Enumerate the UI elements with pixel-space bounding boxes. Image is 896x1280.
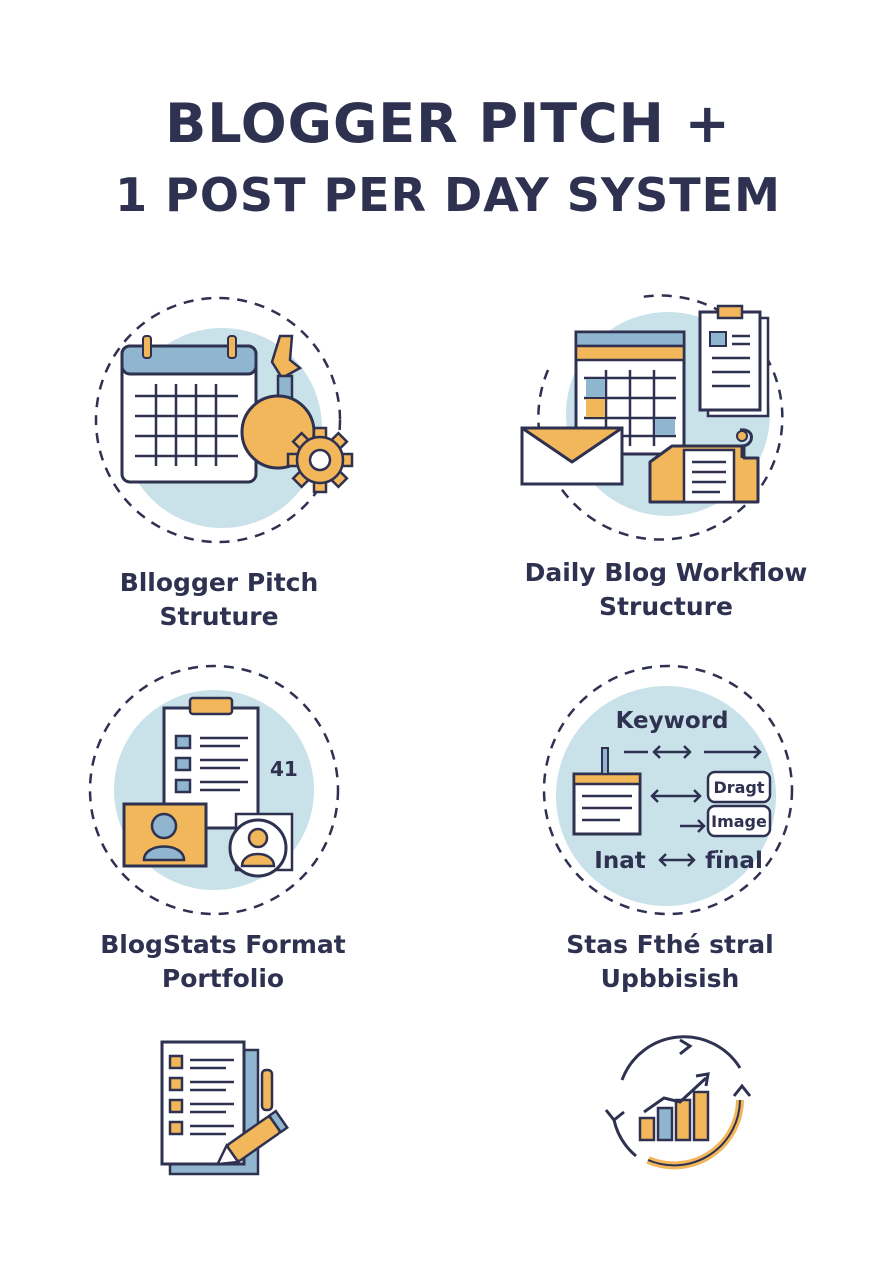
title-line-1: BLOGGER PITCH + (165, 92, 731, 155)
workflow-icon (520, 294, 784, 541)
card-4-title: Stas Fthé stral (566, 930, 774, 959)
image-label: Image (711, 812, 767, 831)
card-4-caption: Stas Fthé stral Upbbisish (510, 928, 830, 996)
note-glyph: 41 (270, 757, 298, 781)
title-line-2: 1 POST PER DAY SYSTEM (115, 168, 781, 222)
card-4-subtitle: Upbbisish (600, 964, 740, 993)
card-2-title: Daily Blog Workflow (524, 558, 808, 587)
keyword-flow-icon: Keyword Dragt Image Inat fïnal (542, 664, 794, 916)
card-3-subtitle: Portfolio (161, 964, 285, 993)
card-1-title: Bllogger Pitch (119, 568, 319, 597)
card-1-caption: Bllogger Pitch Struture (64, 566, 374, 634)
growth-chart-icon (604, 1035, 752, 1170)
portfolio-icon: 41 (88, 664, 340, 916)
card-1-subtitle: Struture (159, 602, 279, 631)
card-2-subtitle: Structure (599, 592, 733, 621)
calendar-gear-icon (94, 296, 354, 544)
keyword-label: Keyword (616, 708, 729, 734)
card-2-caption: Daily Blog Workflow Structure (486, 556, 846, 624)
checklist-pencil-icon (160, 1040, 289, 1176)
start-label: Inat (594, 848, 645, 874)
final-label: fïnal (705, 848, 763, 874)
draft-label: Dragt (713, 778, 764, 797)
card-3-title: BlogStats Format (100, 930, 346, 959)
card-3-caption: BlogStats Format Portfolio (50, 928, 396, 996)
